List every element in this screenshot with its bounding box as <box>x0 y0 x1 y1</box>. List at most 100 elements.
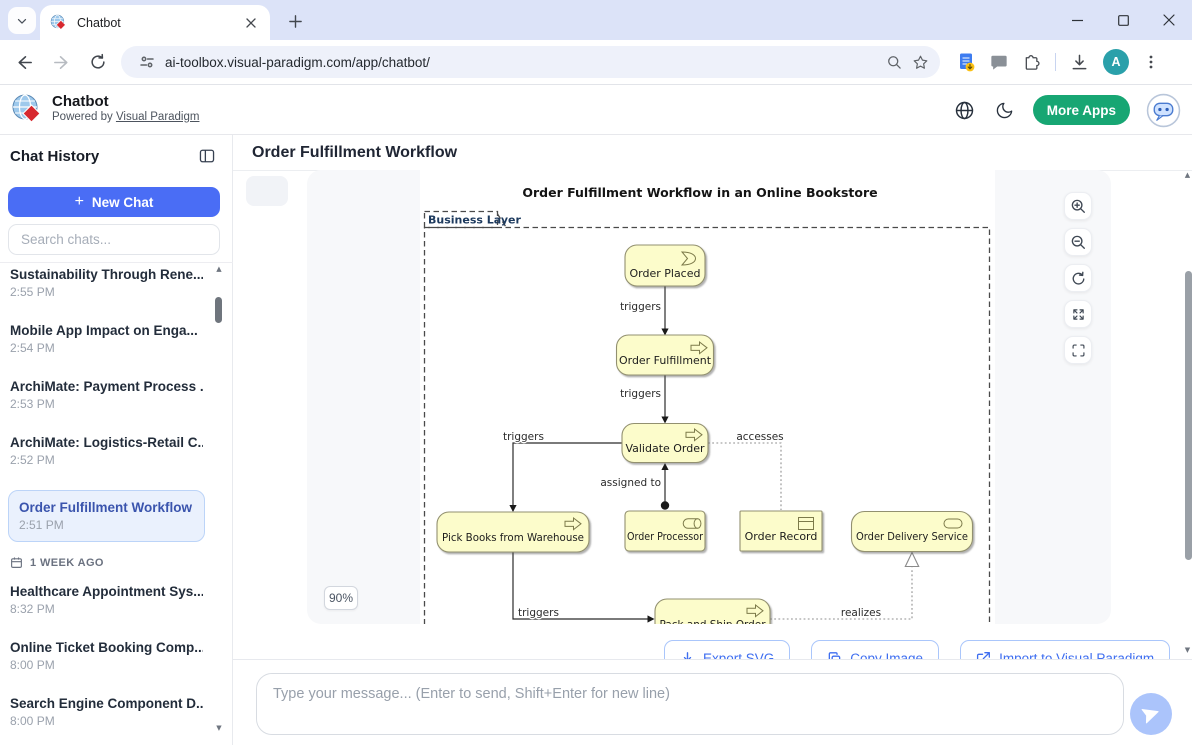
message-avatar <box>246 176 288 206</box>
svg-text:Order Record: Order Record <box>745 530 818 543</box>
chat-history-sidebar: Chat History + New Chat Sustainability T… <box>0 135 233 745</box>
conversation-title-row: Order Fulfillment Workflow <box>233 135 1192 171</box>
message-composer <box>233 659 1192 745</box>
svg-text:triggers: triggers <box>620 301 661 313</box>
sidebar-scrollbar-down[interactable]: ▼ <box>216 724 222 732</box>
tab-close-icon[interactable] <box>242 14 260 32</box>
chatbot-icon[interactable] <box>1146 93 1181 128</box>
group-label: Business Layer <box>428 214 521 227</box>
business-object-icon <box>798 517 814 530</box>
diagram-canvas[interactable]: Order Fulfillment Workflow in an Online … <box>420 170 995 624</box>
diagram-edges <box>509 286 670 623</box>
reset-view-button[interactable] <box>1064 264 1092 292</box>
url-text[interactable]: ai-toolbox.visual-paradigm.com/app/chatb… <box>165 54 430 70</box>
chat-list-item[interactable]: Mobile App Impact on Enga... 2:54 PM <box>10 323 198 355</box>
back-button[interactable] <box>13 51 35 73</box>
diagram-zoom-controls <box>1064 192 1092 364</box>
svg-text:Order Processor: Order Processor <box>627 530 703 543</box>
chat-list-item[interactable]: Search Engine Component D... 8:00 PM <box>10 696 203 728</box>
page-scrollbar-down[interactable]: ▼ <box>1184 646 1191 654</box>
node-order-record[interactable]: Order Record <box>739 510 823 552</box>
browser-tab-chatbot[interactable]: Chatbot <box>40 5 270 40</box>
chat-list-item[interactable]: ArchiMate: Payment Process ... 2:53 PM <box>10 379 203 411</box>
language-globe-icon[interactable] <box>953 98 977 122</box>
business-role-icon <box>682 518 698 529</box>
send-button[interactable] <box>1130 693 1172 735</box>
svg-text:Pack and Ship Order: Pack and Ship Order <box>660 618 766 624</box>
svg-text:Order Fulfillment: Order Fulfillment <box>619 354 712 367</box>
business-process-icon <box>746 603 764 618</box>
window-minimize-button[interactable] <box>1054 0 1100 40</box>
chat-list-item-selected[interactable]: Order Fulfillment Workflow 2:51 PM <box>8 490 205 542</box>
visual-paradigm-favicon <box>50 14 66 30</box>
business-process-icon <box>564 516 582 531</box>
app-title: Chatbot <box>52 93 109 110</box>
svg-text:Validate Order: Validate Order <box>625 442 705 455</box>
more-apps-button[interactable]: More Apps <box>1032 95 1130 125</box>
tab-search-button[interactable] <box>8 7 36 34</box>
business-event-icon <box>680 251 697 266</box>
new-tab-button[interactable] <box>284 10 306 32</box>
chat-list: Sustainability Through Rene... 2:55 PM M… <box>0 266 213 745</box>
svg-text:Order Placed: Order Placed <box>630 267 701 280</box>
extensions-puzzle-icon[interactable] <box>1022 53 1041 72</box>
zoom-in-button[interactable] <box>1064 192 1092 220</box>
node-pack-and-ship[interactable]: Pack and Ship Order <box>654 598 771 624</box>
app-header: Chatbot Powered by Visual Paradigm More … <box>0 85 1192 135</box>
collapse-sidebar-icon[interactable] <box>198 147 216 165</box>
search-chats-input[interactable] <box>8 224 220 255</box>
docs-offline-icon[interactable] <box>956 52 976 72</box>
chat-list-item[interactable]: ArchiMate: Logistics-Retail C... 2:52 PM <box>10 435 203 467</box>
node-order-processor[interactable]: Order Processor <box>624 510 706 552</box>
tab-title: Chatbot <box>77 15 121 30</box>
svg-text:triggers: triggers <box>620 388 661 400</box>
svg-text:triggers: triggers <box>518 607 559 619</box>
diagram-message-card: Order Fulfillment Workflow in an Online … <box>307 170 1111 624</box>
visual-paradigm-link[interactable]: Visual Paradigm <box>115 111 200 123</box>
dark-mode-moon-icon[interactable] <box>993 98 1017 122</box>
window-maximize-button[interactable] <box>1100 0 1146 40</box>
chat-section-header: 1 WEEK AGO <box>10 556 203 569</box>
sidebar-scrollbar-up[interactable]: ▲ <box>216 265 222 273</box>
browser-menu-icon[interactable] <box>1143 54 1159 70</box>
chat-main-area: Order Fulfillment Workflow Order Fulfill… <box>233 135 1192 745</box>
realization-arrowhead <box>904 551 920 568</box>
node-order-delivery-service[interactable]: Order Delivery Service <box>850 510 974 553</box>
powered-by: Powered by Visual Paradigm <box>52 111 200 123</box>
business-layer-group <box>423 210 991 624</box>
svg-text:realizes: realizes <box>841 607 881 619</box>
zoom-page-icon[interactable] <box>884 52 904 72</box>
sidebar-scrollbar-thumb[interactable] <box>215 297 222 323</box>
message-input-box[interactable] <box>256 673 1124 735</box>
chat-list-item[interactable]: Healthcare Appointment Sys... 8:32 PM <box>10 584 203 616</box>
business-process-icon <box>685 427 703 442</box>
business-process-icon <box>690 340 708 355</box>
reload-button[interactable] <box>87 51 109 73</box>
site-settings-icon[interactable] <box>137 52 157 72</box>
zoom-out-button[interactable] <box>1064 228 1092 256</box>
chevron-down-icon <box>17 18 27 24</box>
fit-to-screen-button[interactable] <box>1064 300 1092 328</box>
comment-bubble-icon[interactable] <box>990 53 1008 71</box>
page-scrollbar-thumb[interactable] <box>1184 271 1192 560</box>
bookmark-star-icon[interactable] <box>910 52 930 72</box>
chat-list-item[interactable]: Sustainability Through Rene... 2:55 PM <box>10 267 203 299</box>
new-chat-button[interactable]: + New Chat <box>8 187 220 217</box>
node-validate-order[interactable]: Validate Order <box>621 422 709 464</box>
node-order-fulfillment[interactable]: Order Fulfillment <box>615 334 715 376</box>
chat-list-item[interactable]: Online Ticket Booking Comp... 8:00 PM <box>10 640 203 672</box>
forward-button[interactable] <box>50 51 72 73</box>
svg-text:accesses: accesses <box>736 431 783 443</box>
fullscreen-button[interactable] <box>1064 336 1092 364</box>
edge-labels: triggers triggers triggers accesses assi… <box>502 300 883 621</box>
svg-text:assigned to: assigned to <box>600 477 661 489</box>
window-close-button[interactable] <box>1146 0 1192 40</box>
toolbar-separator <box>1055 53 1056 71</box>
url-bar[interactable]: ai-toolbox.visual-paradigm.com/app/chatb… <box>121 46 940 78</box>
page-scrollbar-up[interactable]: ▲ <box>1184 171 1191 179</box>
message-input[interactable] <box>257 674 1123 734</box>
profile-avatar[interactable]: A <box>1103 49 1129 75</box>
downloads-icon[interactable] <box>1070 53 1089 72</box>
node-pick-books[interactable]: Pick Books from Warehouse <box>436 511 590 553</box>
node-order-placed[interactable]: Order Placed <box>624 244 706 287</box>
